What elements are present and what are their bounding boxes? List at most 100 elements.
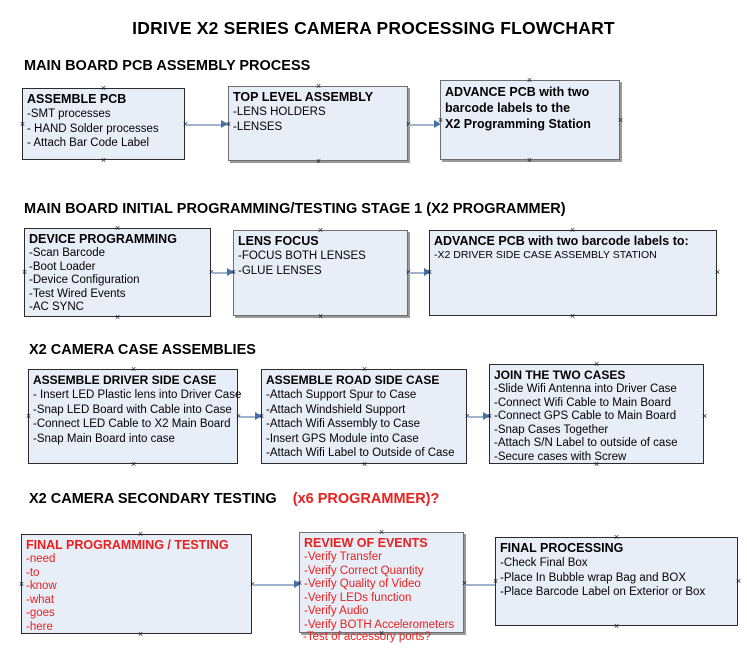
box-line: -Verify Quality of Video	[304, 578, 421, 590]
box-line: -Verify Transfer	[304, 551, 382, 563]
resize-handle-bottom[interactable]	[317, 313, 324, 320]
page-title: IDRIVE X2 SERIES CAMERA PROCESSING FLOWC…	[132, 18, 615, 38]
box-line-overflow: -Test of accessory ports?	[303, 631, 431, 643]
box-title: ASSEMBLE DRIVER SIDE CASE	[33, 373, 217, 387]
box-line: ADVANCE PCB with two	[445, 85, 590, 99]
resize-handle-top[interactable]	[100, 85, 107, 92]
box-line: -Connect Wifi Cable to Main Board	[494, 396, 672, 409]
box-title: JOIN THE TWO CASES	[494, 368, 626, 382]
box-line: -Attach Windshield Support	[266, 403, 406, 416]
box-line: -Attach Wifi Label to Outside of Case	[266, 447, 455, 459]
box-title: FINAL PROGRAMMING / TESTING	[26, 538, 229, 552]
box-line: -Connect GPS Cable to Main Board	[494, 410, 677, 422]
resize-handle-right[interactable]	[617, 117, 624, 124]
box-line: -Attach Support Spur to Case	[266, 389, 417, 401]
box-line: -LENSES	[233, 120, 283, 133]
box-advance-pcb-programming-station[interactable]: ADVANCE PCB with two barcode labels to t…	[440, 80, 620, 160]
box-review-of-events[interactable]: REVIEW OF EVENTS -Verify Transfer -Verif…	[299, 532, 464, 633]
resize-handle-left[interactable]	[230, 269, 237, 276]
box-line: -Insert GPS Module into Case	[266, 432, 419, 445]
box-line: - Insert LED Plastic lens into Driver Ca…	[33, 389, 242, 401]
resize-handle-bottom[interactable]	[361, 461, 368, 468]
resize-handle-right[interactable]	[714, 269, 721, 276]
box-line: -Snap Main Board into case	[33, 432, 175, 445]
connector-line	[468, 416, 486, 418]
resize-handle-bottom[interactable]	[569, 313, 576, 320]
resize-handle-left[interactable]	[486, 413, 493, 420]
resize-handle-top[interactable]	[569, 227, 576, 234]
connector-line	[240, 416, 258, 418]
resize-handle-bottom[interactable]	[613, 623, 620, 630]
resize-handle-bottom[interactable]	[100, 157, 107, 164]
resize-handle-bottom[interactable]	[137, 631, 144, 638]
resize-handle-top[interactable]	[317, 227, 324, 234]
resize-handle-left[interactable]	[225, 121, 232, 128]
box-line: -Scan Barcode	[29, 247, 106, 259]
box-line: X2 Programming Station	[445, 117, 591, 131]
resize-handle-top[interactable]	[130, 366, 137, 373]
box-final-processing[interactable]: FINAL PROCESSING -Check Final Box -Place…	[495, 537, 738, 626]
resize-handle-top[interactable]	[361, 366, 368, 373]
resize-handle-left[interactable]	[21, 269, 28, 276]
section-heading-text: X2 CAMERA SECONDARY TESTING	[29, 491, 277, 507]
resize-handle-right[interactable]	[735, 578, 742, 585]
resize-handle-left[interactable]	[258, 413, 265, 420]
resize-handle-bottom[interactable]	[526, 157, 533, 164]
resize-handle-left[interactable]	[296, 580, 303, 587]
resize-handle-bottom[interactable]	[130, 461, 137, 468]
resize-handle-top[interactable]	[593, 361, 600, 368]
box-advance-pcb-driver-side[interactable]: ADVANCE PCB with two barcode labels to: …	[429, 230, 717, 316]
box-line: -Check Final Box	[500, 557, 588, 569]
box-line: -FOCUS BOTH LENSES	[238, 250, 366, 262]
box-line: - Attach Bar Code Label	[27, 137, 150, 149]
box-title: ASSEMBLE ROAD SIDE CASE	[266, 373, 440, 387]
box-device-programming[interactable]: DEVICE PROGRAMMING -Scan Barcode -Boot L…	[24, 228, 211, 317]
box-line: -Attach S/N Label to outside of case	[494, 437, 678, 449]
box-lens-focus[interactable]: LENS FOCUS -FOCUS BOTH LENSES -GLUE LENS…	[233, 230, 408, 316]
box-assemble-pcb[interactable]: ASSEMBLE PCB -SMT processes - HAND Solde…	[22, 88, 185, 160]
resize-handle-left[interactable]	[426, 269, 433, 276]
resize-handle-right[interactable]	[701, 413, 708, 420]
box-title: TOP LEVEL ASSEMBLY	[233, 90, 374, 104]
resize-handle-bottom[interactable]	[114, 314, 121, 321]
box-assemble-road-side-case[interactable]: ASSEMBLE ROAD SIDE CASE -Attach Support …	[261, 369, 467, 464]
resize-handle-top[interactable]	[315, 83, 322, 90]
resize-handle-left[interactable]	[25, 413, 32, 420]
resize-handle-top[interactable]	[526, 77, 533, 84]
box-line: -Verify LEDs function	[304, 591, 412, 604]
resize-handle-bottom[interactable]	[378, 630, 385, 637]
box-line: -Slide Wifi Antenna into Driver Case	[494, 383, 677, 395]
resize-handle-top[interactable]	[613, 534, 620, 541]
connector-line	[212, 272, 230, 274]
resize-handle-top[interactable]	[137, 531, 144, 538]
box-line: -know	[26, 580, 57, 592]
resize-handle-bottom[interactable]	[315, 158, 322, 165]
box-join-the-two-cases[interactable]: JOIN THE TWO CASES -Slide Wifi Antenna i…	[489, 364, 704, 464]
box-line: - HAND Solder processes	[27, 122, 159, 135]
resize-handle-left[interactable]	[437, 117, 444, 124]
box-line: -Verify Correct Quantity	[304, 564, 424, 577]
resize-handle-left[interactable]	[19, 121, 26, 128]
resize-handle-left[interactable]	[18, 581, 25, 588]
connector-line	[409, 124, 437, 126]
resize-handle-top[interactable]	[114, 225, 121, 232]
box-line: -Place In Bubble wrap Bag and BOX	[500, 571, 687, 584]
box-final-programming-testing[interactable]: FINAL PROGRAMMING / TESTING -need -to -k…	[21, 534, 252, 634]
resize-handle-top[interactable]	[378, 529, 385, 536]
box-line: -Boot Loader	[29, 260, 96, 273]
section-heading-main-board-initial: MAIN BOARD INITIAL PROGRAMMING/TESTING S…	[24, 201, 566, 217]
box-assemble-driver-side-case[interactable]: ASSEMBLE DRIVER SIDE CASE - Insert LED P…	[28, 369, 242, 464]
box-title: ASSEMBLE PCB	[27, 92, 127, 106]
resize-handle-bottom[interactable]	[593, 461, 600, 468]
box-top-level-assembly[interactable]: TOP LEVEL ASSEMBLY -LENS HOLDERS -LENSES	[228, 86, 408, 161]
box-line: -Verify BOTH Accelerometers	[304, 618, 455, 631]
box-line: -Snap Cases Together	[494, 423, 609, 436]
resize-handle-left[interactable]	[492, 578, 499, 585]
box-title: DEVICE PROGRAMMING	[29, 232, 177, 246]
box-line: -Connect LED Cable to X2 Main Board	[33, 418, 231, 430]
section-heading-case-assemblies: X2 CAMERA CASE ASSEMBLIES	[29, 342, 256, 358]
connector-line	[253, 584, 297, 586]
box-line: barcode labels to the	[445, 101, 571, 115]
box-title: ADVANCE PCB with two barcode labels to:	[434, 234, 689, 248]
